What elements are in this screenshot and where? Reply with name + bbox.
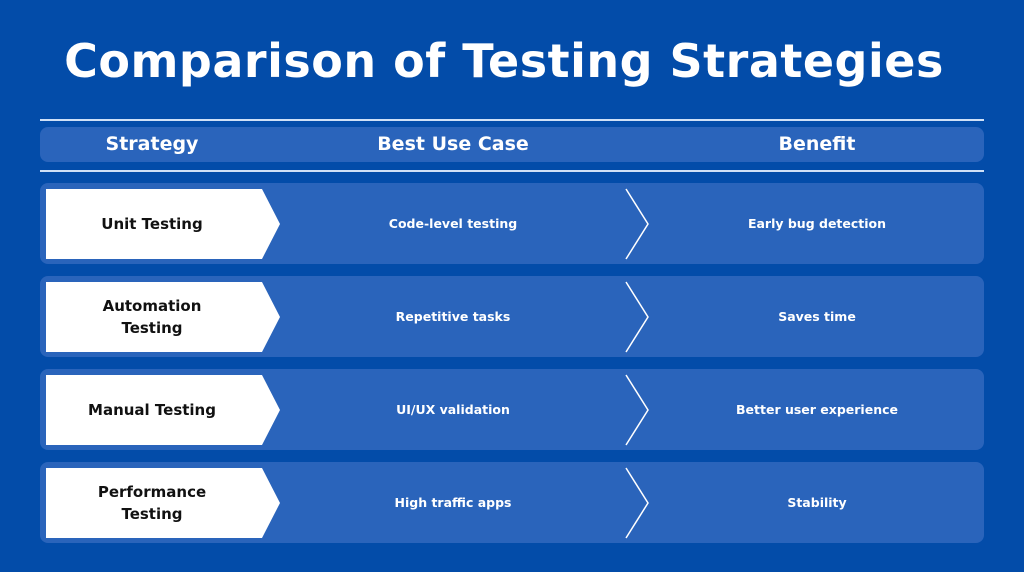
chevron-right-icon — [625, 188, 649, 260]
strategy-label: Performance Testing — [97, 483, 207, 523]
benefit-cell: Saves time — [778, 309, 856, 324]
strategy-label: Unit Testing — [101, 215, 203, 233]
arrow-shape-icon — [46, 468, 280, 538]
use-case-cell: Code-level testing — [388, 216, 518, 231]
header-top-divider — [40, 119, 984, 121]
use-case-cell: Repetitive tasks — [395, 309, 511, 324]
header-benefit: Benefit — [778, 133, 856, 155]
table-row: Manual Testing UI/UX validation Better u… — [40, 369, 984, 450]
chevron-right-icon — [625, 374, 649, 446]
arrow-shape-icon — [46, 375, 280, 445]
arrow-shape-icon — [46, 189, 280, 259]
table-row: Performance Testing High traffic apps St… — [40, 462, 984, 543]
header-use-case: Best Use Case — [377, 133, 529, 155]
page-title: Comparison of Testing Strategies — [64, 34, 944, 88]
benefit-cell: Stability — [787, 495, 847, 510]
strategy-arrow-box: Automation Testing — [46, 282, 282, 352]
table-header: Strategy Best Use Case Benefit — [40, 127, 984, 162]
chevron-right-icon — [625, 281, 649, 353]
header-bottom-divider — [40, 170, 984, 172]
strategy-label: Automation Testing — [102, 297, 202, 337]
use-case-cell: UI/UX validation — [396, 402, 510, 417]
strategy-arrow-box: Manual Testing — [46, 375, 282, 445]
benefit-cell: Early bug detection — [747, 216, 887, 231]
strategy-label: Manual Testing — [88, 401, 216, 419]
table-row: Automation Testing Repetitive tasks Save… — [40, 276, 984, 357]
chevron-right-icon — [625, 467, 649, 539]
arrow-shape-icon — [46, 282, 280, 352]
benefit-cell: Better user experience — [736, 402, 898, 417]
header-strategy: Strategy — [105, 133, 199, 155]
strategy-arrow-box: Performance Testing — [46, 468, 282, 538]
table-row: Unit Testing Code-level testing Early bu… — [40, 183, 984, 264]
use-case-cell: High traffic apps — [394, 495, 512, 510]
strategy-arrow-box: Unit Testing — [46, 189, 282, 259]
